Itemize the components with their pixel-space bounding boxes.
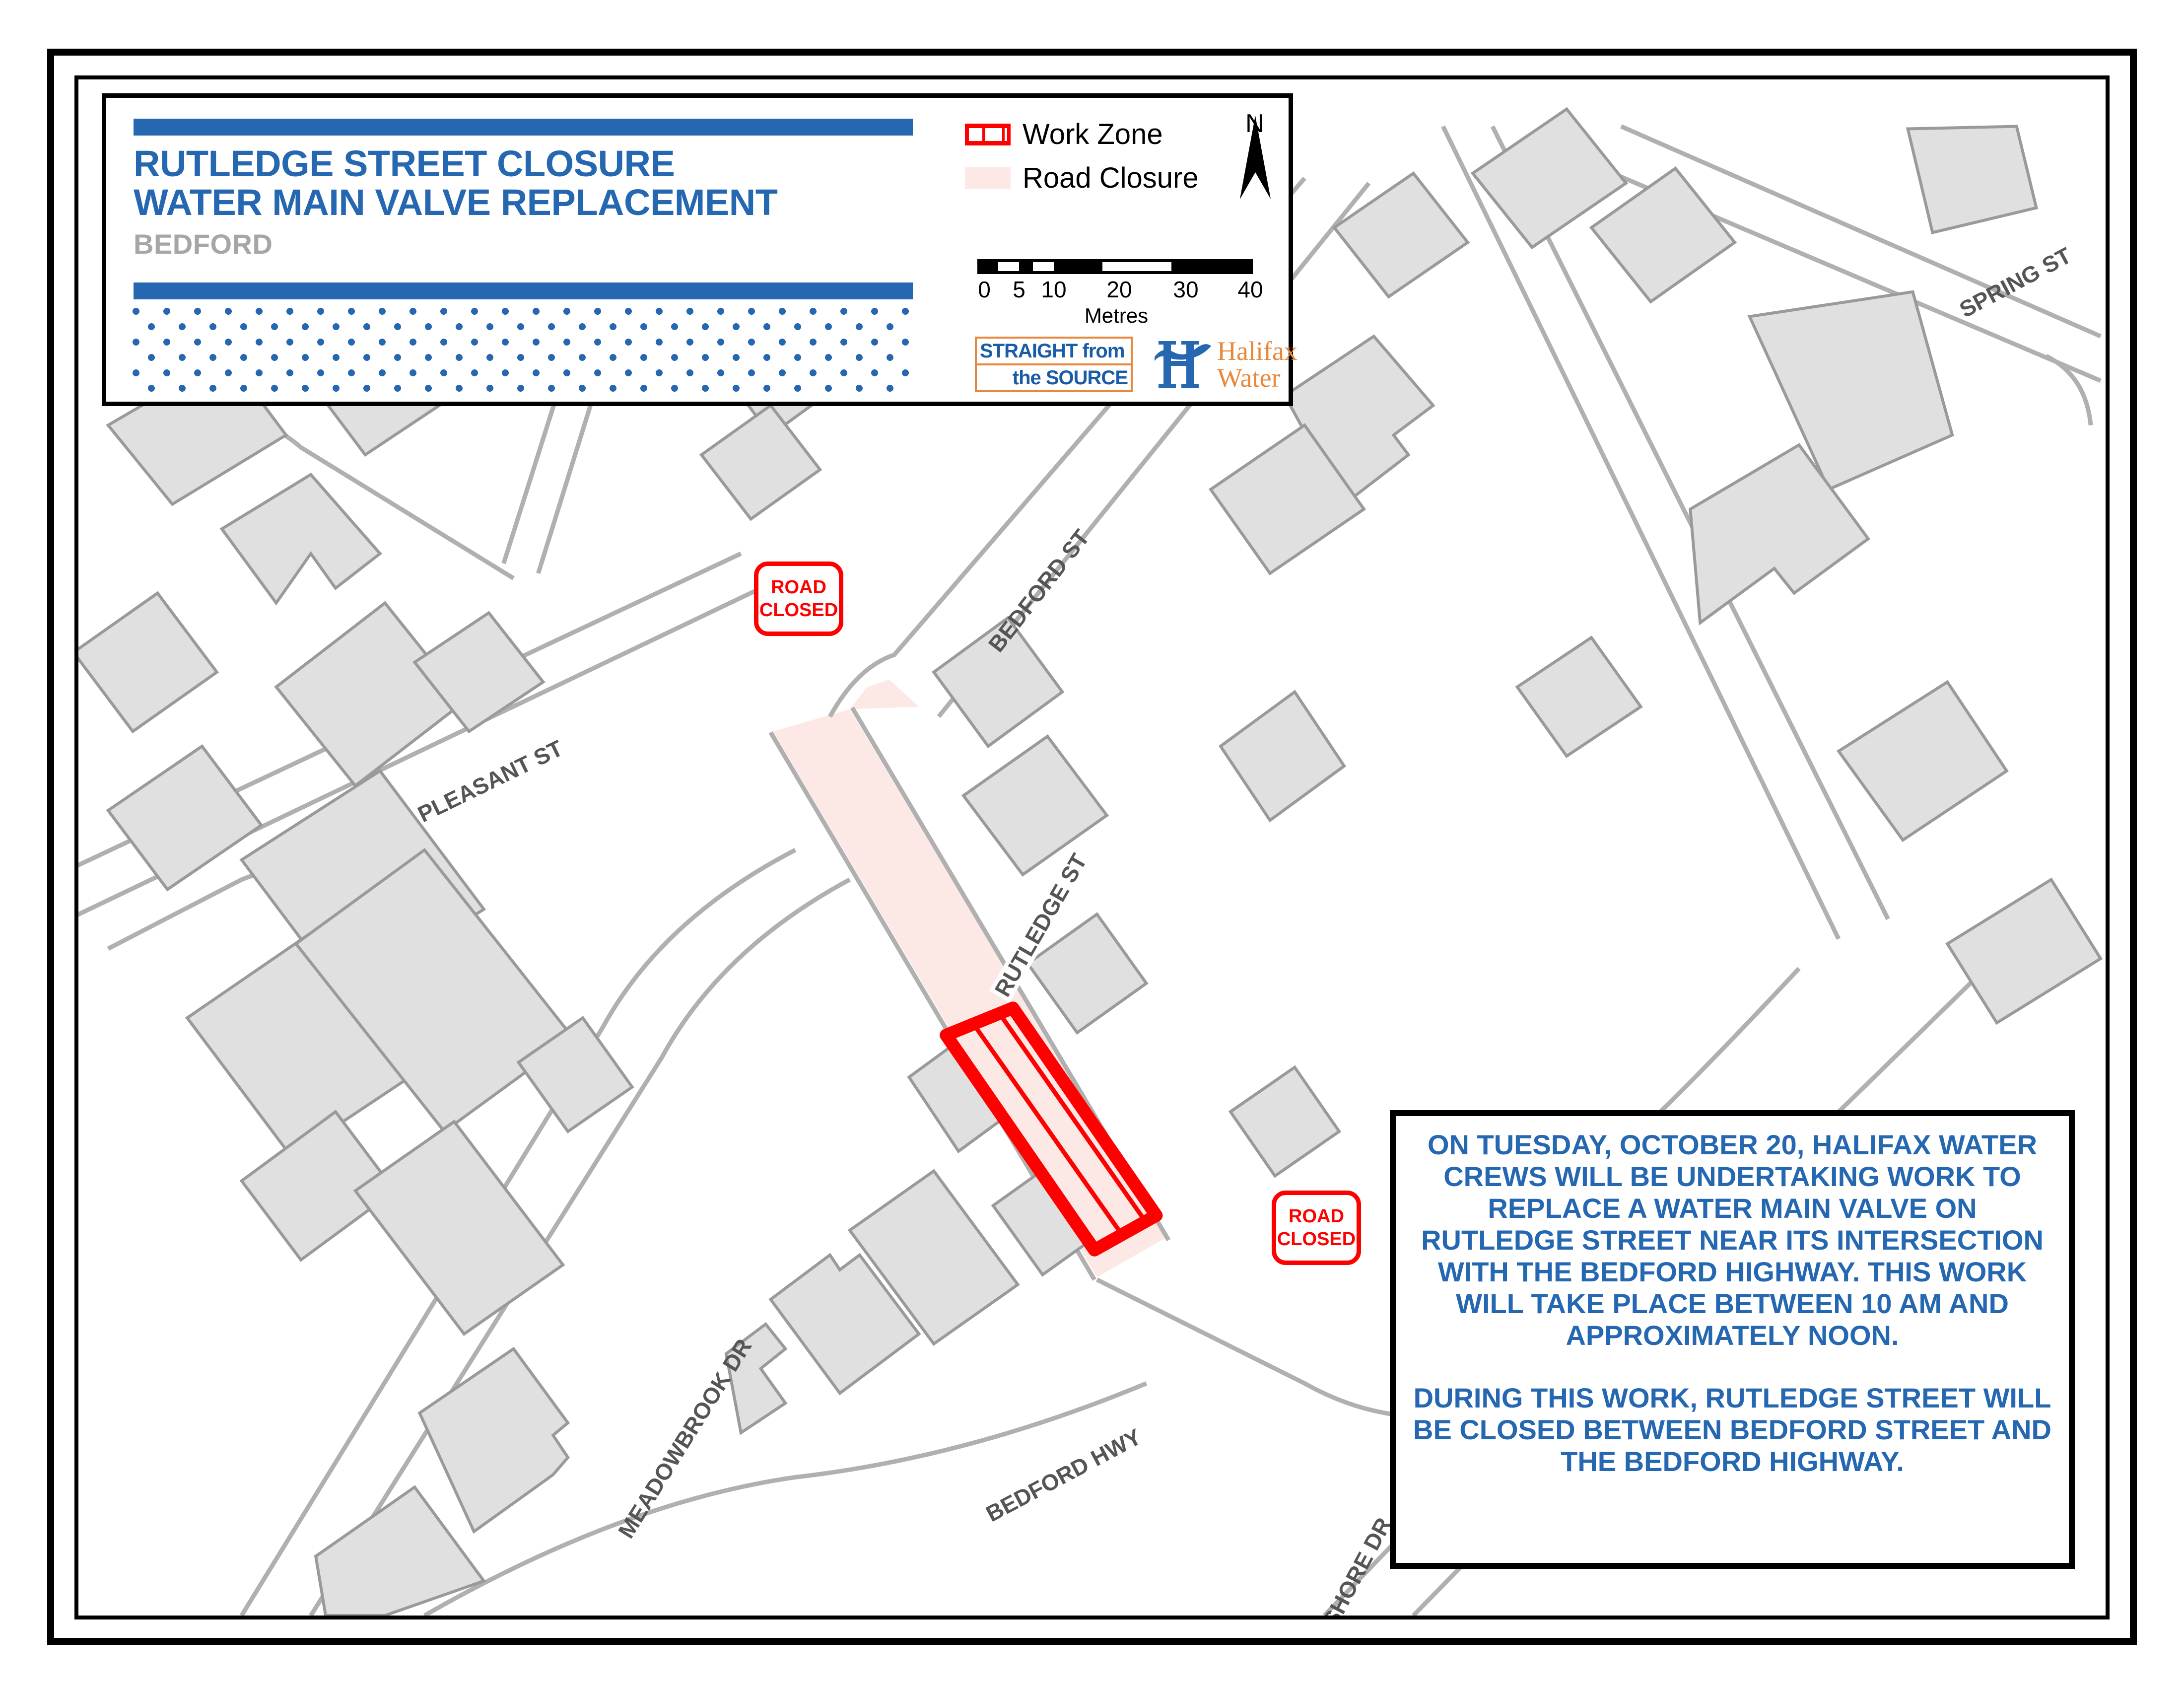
decorative-dot-pattern: [131, 306, 915, 397]
work-zone-swatch-icon: [965, 123, 1011, 145]
map-legend: Work Zone Road Closure N 0 5 10 20: [950, 98, 1297, 402]
scale-bar: 0 5 10 20 30 40 Metres: [977, 259, 1263, 328]
halifax-water-logo: Halifax Water: [1154, 335, 1297, 394]
sign-north-line2: CLOSED: [759, 600, 838, 621]
legend-label-work-zone: Work Zone: [1023, 118, 1163, 150]
scale-bar-unit-label: Metres: [1084, 304, 1149, 327]
scale-tick-0: 0: [978, 277, 991, 302]
title-rule-bottom: [134, 282, 913, 299]
legend-item-road-closure: Road Closure: [965, 161, 1199, 195]
label-meadowbrook-dr: MEADOWBROOK DR: [614, 1335, 757, 1543]
sfs-logo-line2: the SOURCE: [1012, 367, 1128, 389]
label-shore-dr: SHORE DR: [1318, 1514, 1397, 1616]
scale-tick-5: 5: [1013, 277, 1025, 302]
sign-north-line1: ROAD: [771, 577, 826, 598]
road-closed-sign-north[interactable]: ROAD CLOSED: [754, 562, 843, 636]
north-arrow-icon: [1240, 116, 1271, 199]
road-closure-swatch-icon: [965, 167, 1011, 189]
sign-south-line1: ROAD: [1289, 1206, 1344, 1227]
scale-bar-ticks: 0 5 10 20 30 40: [977, 276, 1263, 303]
legend-item-work-zone: Work Zone: [965, 118, 1163, 151]
label-bedford-hwy: BEDFORD HWY: [982, 1424, 1146, 1527]
notice-paragraph-2: DURING THIS WORK, RUTLEDGE STREET WILL B…: [1413, 1382, 2051, 1477]
straight-from-the-source-logo: STRAIGHT from the SOURCE: [975, 337, 1133, 392]
road-closed-sign-south[interactable]: ROAD CLOSED: [1272, 1191, 1361, 1265]
scale-tick-40: 40: [1237, 277, 1263, 302]
page-title-line2: WATER MAIN VALVE REPLACEMENT: [134, 182, 778, 223]
label-bedford-st: BEDFORD ST: [983, 525, 1094, 657]
title-block: RUTLEDGE STREET CLOSURE WATER MAIN VALVE…: [102, 93, 1297, 406]
legend-label-road-closure: Road Closure: [1023, 162, 1199, 194]
page-title-line1: RUTLEDGE STREET CLOSURE: [134, 143, 675, 184]
halifax-water-mark-icon: [1155, 341, 1211, 388]
scale-tick-10: 10: [1041, 277, 1067, 302]
notice-text-box: ON TUESDAY, OCTOBER 20, HALIFAX WATER CR…: [1390, 1110, 2075, 1569]
hw-word-water: Water: [1217, 363, 1281, 393]
work-zone-polygon: [940, 1001, 1163, 1257]
page-subtitle: BEDFORD: [134, 228, 273, 260]
sfs-logo-line1: STRAIGHT from: [977, 339, 1131, 365]
scale-bar-track: [977, 259, 1253, 274]
halifax-water-wordmark: Halifax Water: [1217, 338, 1297, 391]
logo-row: STRAIGHT from the SOURCE: [975, 335, 1297, 394]
title-rule-top: [134, 119, 913, 136]
notice-paragraph-1: ON TUESDAY, OCTOBER 20, HALIFAX WATER CR…: [1421, 1129, 2044, 1351]
label-pleasant-st: PLEASANT ST: [414, 735, 567, 827]
scale-tick-20: 20: [1106, 277, 1132, 302]
sign-south-line2: CLOSED: [1277, 1229, 1356, 1250]
hw-word-halifax: Halifax: [1217, 336, 1297, 366]
scale-tick-30: 30: [1173, 277, 1199, 302]
